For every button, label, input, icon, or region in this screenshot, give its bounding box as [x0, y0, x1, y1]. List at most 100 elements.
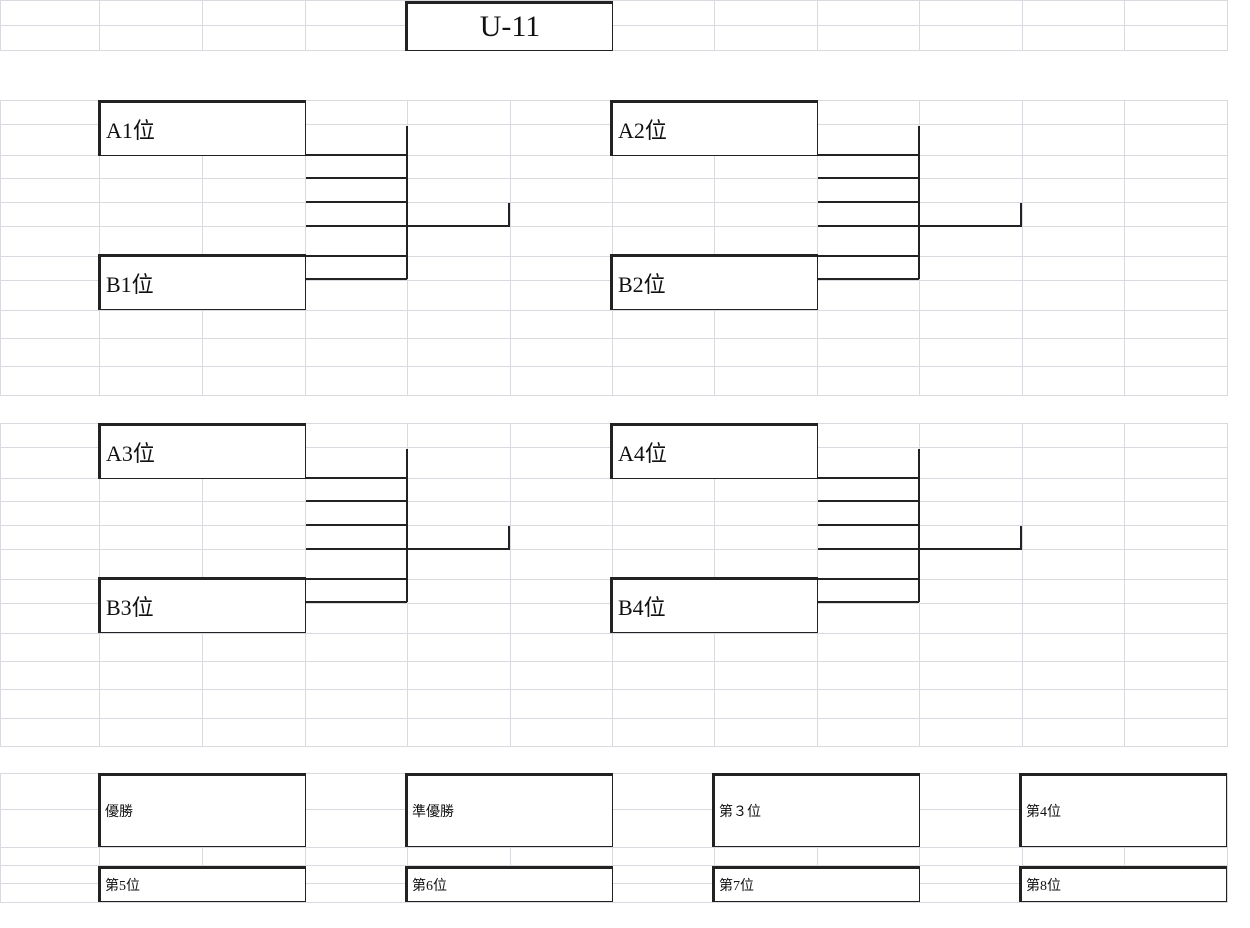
bracket-connector-rung	[306, 548, 407, 550]
gridline-horizontal	[0, 226, 1228, 227]
bracket-connector-rung	[818, 201, 919, 203]
result-slot-3rd[interactable]: 第３位	[712, 773, 920, 847]
grid-band-title	[0, 0, 1228, 51]
bracket-connector-spine	[918, 126, 920, 279]
gridline-horizontal	[0, 661, 1228, 662]
gridline-horizontal	[0, 902, 1228, 903]
gridline-horizontal	[0, 883, 1228, 884]
bracket-connector-spine	[406, 449, 408, 602]
bracket-connector-rung	[818, 154, 919, 156]
gridline-vertical	[817, 0, 818, 50]
gridline-vertical	[202, 0, 203, 50]
gridline-horizontal	[0, 718, 1228, 719]
bracket-connector-rung	[306, 477, 407, 479]
gridline-vertical	[919, 0, 920, 50]
bracket-connector-rung	[306, 500, 407, 502]
result-slot-5th[interactable]: 第5位	[98, 866, 306, 902]
gridline-vertical	[714, 100, 715, 395]
gridline-vertical	[817, 100, 818, 395]
bracket-connector-rung	[306, 201, 407, 203]
gridline-vertical	[99, 0, 100, 50]
result-slot-8th[interactable]: 第8位	[1019, 866, 1227, 902]
gridline-vertical	[0, 0, 1, 50]
gridline-vertical	[1227, 100, 1228, 395]
gridline-horizontal	[0, 0, 1228, 1]
bracket-connector-rung	[306, 225, 407, 227]
team-slot-b4[interactable]: B4位	[610, 577, 818, 633]
bracket-connector-rung	[818, 177, 919, 179]
bracket-connector-winner-tick	[508, 526, 510, 550]
gridline-horizontal	[0, 525, 1228, 526]
team-slot-b3[interactable]: B3位	[98, 577, 306, 633]
gridline-vertical	[714, 0, 715, 50]
gridline-horizontal	[0, 633, 1228, 634]
gridline-horizontal	[0, 25, 1228, 26]
gridline-horizontal	[0, 338, 1228, 339]
bracket-connector-rung	[306, 154, 407, 156]
gridline-vertical	[1227, 423, 1228, 746]
gridline-vertical	[1124, 100, 1125, 395]
result-slot-6th[interactable]: 第6位	[405, 866, 613, 902]
gridline-horizontal	[0, 310, 1228, 311]
bracket-connector-rung	[306, 278, 407, 280]
gridline-horizontal	[0, 773, 1228, 774]
gridline-horizontal	[0, 50, 1228, 51]
gridline-vertical	[1022, 423, 1023, 746]
result-slot-4th[interactable]: 第4位	[1019, 773, 1227, 847]
gridline-vertical	[305, 100, 306, 395]
bracket-connector-rung	[818, 524, 919, 526]
team-slot-a3[interactable]: A3位	[98, 423, 306, 479]
gridline-vertical	[510, 100, 511, 395]
bracket-connector-winner	[919, 225, 1021, 227]
gridline-vertical	[0, 773, 1, 902]
gridline-vertical	[1124, 0, 1125, 50]
gridline-vertical	[0, 423, 1, 746]
gridline-vertical	[202, 100, 203, 395]
bracket-connector-rung	[818, 578, 919, 580]
bracket-connector-spine	[406, 126, 408, 279]
bracket-connector-rung	[818, 225, 919, 227]
bracket-connector-rung	[306, 255, 407, 257]
gridline-vertical	[99, 100, 100, 395]
gridline-vertical	[305, 0, 306, 50]
gridline-horizontal	[0, 689, 1228, 690]
bracket-connector-rung	[818, 255, 919, 257]
team-slot-a4[interactable]: A4位	[610, 423, 818, 479]
bracket-connector-rung	[818, 278, 919, 280]
bracket-connector-rung	[306, 177, 407, 179]
bracket-connector-winner	[919, 548, 1021, 550]
team-slot-b2[interactable]: B2位	[610, 254, 818, 310]
bracket-connector-rung	[306, 578, 407, 580]
bracket-connector-winner	[407, 548, 509, 550]
bracket-connector-winner	[407, 225, 509, 227]
page-title[interactable]: U-11	[405, 1, 613, 51]
gridline-horizontal	[0, 865, 1228, 866]
bracket-connector-rung	[818, 601, 919, 603]
result-slot-1st[interactable]: 優勝	[98, 773, 306, 847]
gridline-horizontal	[0, 746, 1228, 747]
bracket-connector-rung	[818, 548, 919, 550]
bracket-connector-winner-tick	[508, 203, 510, 227]
bracket-connector-rung	[306, 524, 407, 526]
team-slot-a1[interactable]: A1位	[98, 100, 306, 156]
team-slot-a2[interactable]: A2位	[610, 100, 818, 156]
bracket-connector-rung	[306, 601, 407, 603]
gridline-vertical	[612, 100, 613, 395]
gridline-horizontal	[0, 809, 1228, 810]
bracket-connector-rung	[818, 500, 919, 502]
gridline-vertical	[1227, 773, 1228, 902]
bracket-connector-rung	[818, 477, 919, 479]
gridline-vertical	[1227, 0, 1228, 50]
bracket-connector-winner-tick	[1020, 526, 1022, 550]
gridline-vertical	[1022, 100, 1023, 395]
result-slot-7th[interactable]: 第7位	[712, 866, 920, 902]
gridline-horizontal	[0, 549, 1228, 550]
gridline-horizontal	[0, 501, 1228, 502]
team-slot-b1[interactable]: B1位	[98, 254, 306, 310]
gridline-vertical	[510, 423, 511, 746]
gridline-horizontal	[0, 395, 1228, 396]
gridline-vertical	[1124, 423, 1125, 746]
gridline-vertical	[0, 100, 1, 395]
result-slot-2nd[interactable]: 準優勝	[405, 773, 613, 847]
